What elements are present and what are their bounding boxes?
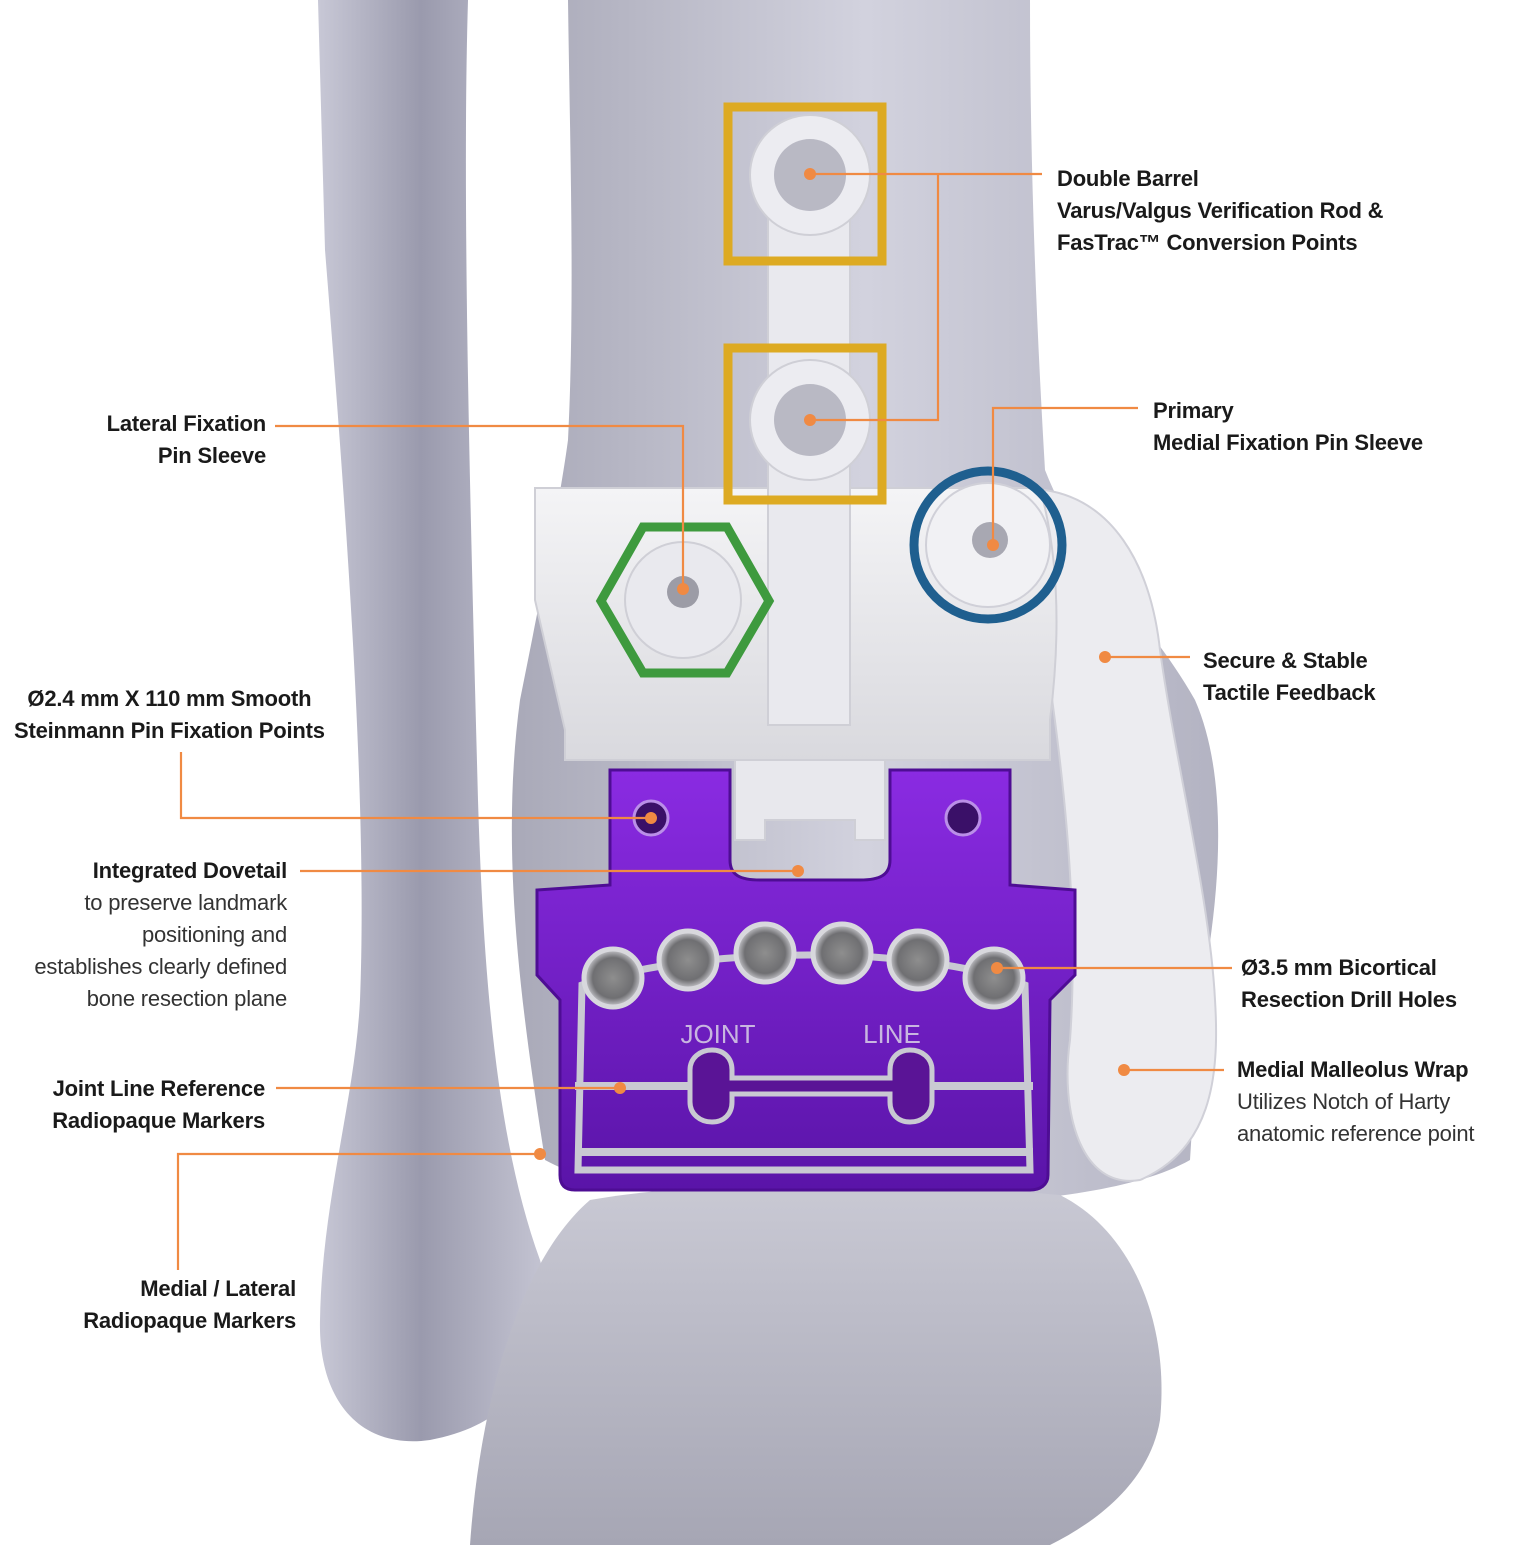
callout-line: Primary (1153, 395, 1423, 427)
callout-line: Secure & Stable (1203, 645, 1375, 677)
callout-title: Integrated Dovetail (34, 855, 287, 887)
callout-title: Medial Malleolus Wrap (1237, 1054, 1474, 1086)
callout-double-barrel: Double Barrel Varus/Valgus Verification … (1057, 163, 1383, 259)
leader-dot (792, 865, 804, 877)
drill-hole-4 (813, 924, 871, 982)
drill-hole-1 (584, 949, 642, 1007)
callout-line: Tactile Feedback (1203, 677, 1375, 709)
callout-line: FasTrac™ Conversion Points (1057, 227, 1383, 259)
callout-desc: establishes clearly defined (34, 951, 287, 983)
leader-dot (987, 539, 999, 551)
callout-primary-medial: Primary Medial Fixation Pin Sleeve (1153, 395, 1423, 459)
callout-desc: positioning and (34, 919, 287, 951)
joint-text: JOINT (680, 1019, 755, 1049)
callout-line: Joint Line Reference (52, 1073, 265, 1105)
callout-line: Medial Fixation Pin Sleeve (1153, 427, 1423, 459)
callout-line: Medial / Lateral (83, 1273, 296, 1305)
leader-dot (1118, 1064, 1130, 1076)
leader-dot (534, 1148, 546, 1160)
callout-desc: bone resection plane (34, 983, 287, 1015)
callout-line: Resection Drill Holes (1241, 984, 1457, 1016)
leader-dot (991, 962, 1003, 974)
callout-line: Lateral Fixation (107, 408, 266, 440)
leader-dot (645, 812, 657, 824)
leader-dot (804, 414, 816, 426)
callout-line: Pin Sleeve (107, 440, 266, 472)
callout-line: Steinmann Pin Fixation Points (14, 715, 325, 747)
callout-line: Radiopaque Markers (83, 1305, 296, 1337)
callout-lateral-fixation: Lateral Fixation Pin Sleeve (107, 408, 266, 472)
steinmann-hole-right (946, 801, 980, 835)
callout-malleolus: Medial Malleolus Wrap Utilizes Notch of … (1237, 1054, 1474, 1150)
fibula-bone (318, 0, 547, 1441)
drill-hole-2 (659, 931, 717, 989)
drill-hole-3 (736, 924, 794, 982)
callout-desc: Utilizes Notch of Harty (1237, 1086, 1474, 1118)
drill-hole-6 (965, 949, 1023, 1007)
callout-line: Varus/Valgus Verification Rod & (1057, 195, 1383, 227)
talus-bone (470, 1184, 1162, 1545)
callout-line: Ø2.4 mm X 110 mm Smooth (14, 683, 325, 715)
callout-line: Radiopaque Markers (52, 1105, 265, 1137)
medial-malleolus-wrap (1045, 490, 1216, 1181)
line-text: LINE (863, 1019, 921, 1049)
callout-steinmann: Ø2.4 mm X 110 mm Smooth Steinmann Pin Fi… (14, 683, 325, 747)
callout-line: Ø3.5 mm Bicortical (1241, 952, 1457, 984)
callout-joint-line-ref: Joint Line Reference Radiopaque Markers (52, 1073, 265, 1137)
leader-dot (1099, 651, 1111, 663)
leader-dot (804, 168, 816, 180)
callout-desc: to preserve landmark (34, 887, 287, 919)
drill-hole-5 (889, 931, 947, 989)
callout-medial-lateral: Medial / Lateral Radiopaque Markers (83, 1273, 296, 1337)
leader-dot (677, 583, 689, 595)
leader-dot (614, 1082, 626, 1094)
callout-dovetail: Integrated Dovetail to preserve landmark… (34, 855, 287, 1015)
callout-desc: anatomic reference point (1237, 1118, 1474, 1150)
callout-line: Double Barrel (1057, 163, 1383, 195)
callout-secure-stable: Secure & Stable Tactile Feedback (1203, 645, 1375, 709)
callout-bicortical: Ø3.5 mm Bicortical Resection Drill Holes (1241, 952, 1457, 1016)
